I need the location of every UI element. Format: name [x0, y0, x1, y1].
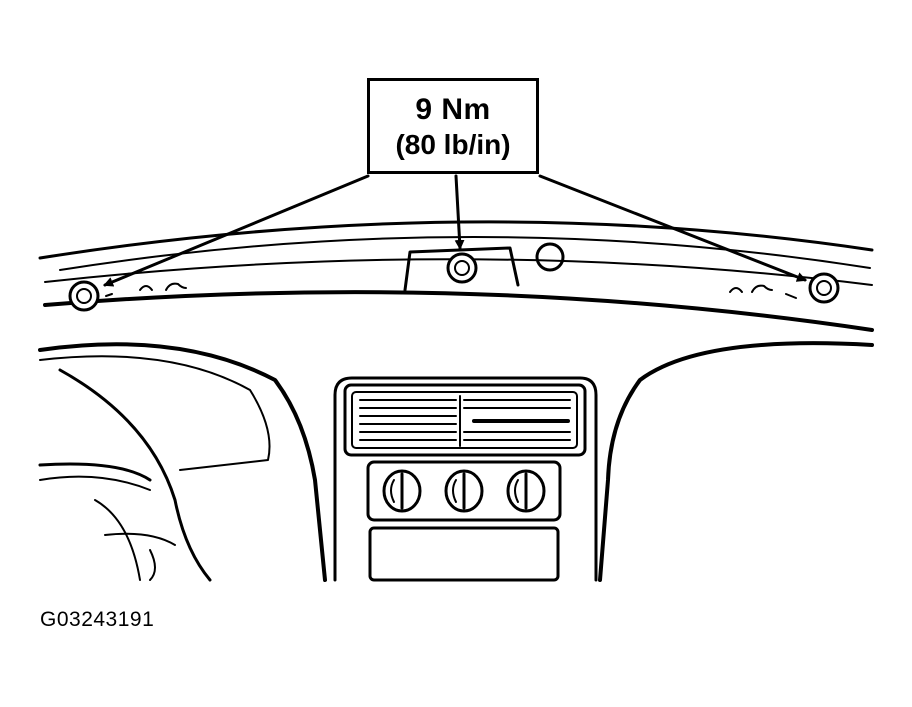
- knob-right: [506, 469, 546, 513]
- torque-metric-label: 9 Nm: [415, 93, 491, 126]
- right-bolt: [729, 272, 840, 304]
- knob-center: [444, 469, 484, 513]
- torque-callout-box: 9 Nm (80 lb/in): [367, 78, 539, 174]
- figure-id-label: G03243191: [40, 608, 155, 631]
- center-bolt: [446, 252, 478, 284]
- lower-console-pocket: [368, 526, 560, 582]
- dashboard-lower-body: [38, 341, 874, 582]
- knob-left: [382, 469, 422, 513]
- air-vent: [359, 395, 571, 447]
- center-console: [333, 376, 598, 582]
- torque-imperial-label: (80 lb/in): [395, 129, 511, 160]
- climate-control-panel: [366, 460, 562, 522]
- leader-arrows: [103, 174, 807, 287]
- left-bolt: [68, 280, 187, 312]
